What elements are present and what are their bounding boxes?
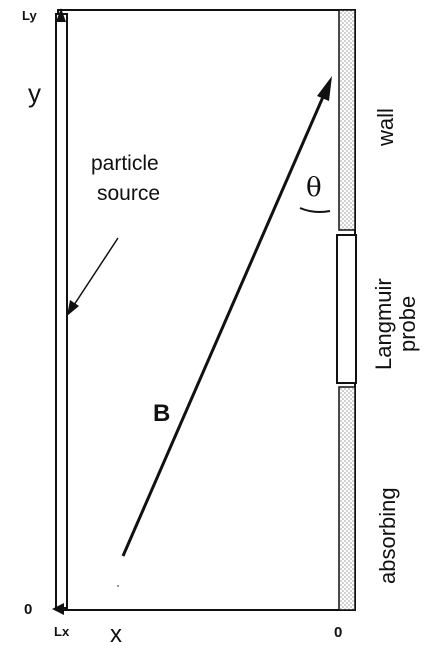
lx-label: Lx xyxy=(54,624,70,639)
absorbing-label: absorbing xyxy=(375,487,400,584)
absorbing-strip xyxy=(338,386,356,611)
particle-source-strip xyxy=(55,13,68,609)
b-field-label: B xyxy=(153,400,170,427)
theta-arc xyxy=(299,207,331,213)
b-field-arrowhead xyxy=(317,76,332,101)
x-axis-arrowhead xyxy=(52,603,64,615)
source-label: source xyxy=(97,182,160,205)
y-zero-label: 0 xyxy=(24,601,32,618)
b-field-vector xyxy=(121,89,328,557)
theta-label: θ xyxy=(306,173,322,203)
langmuir-label: Langmuir xyxy=(371,278,396,370)
particle-label: particle xyxy=(91,152,159,175)
particle-source-pointer-head xyxy=(67,300,79,316)
x-axis-label: x xyxy=(110,621,122,648)
langmuir-probe-box xyxy=(336,234,357,384)
x-zero-label: 0 xyxy=(334,624,342,641)
ly-label: Ly xyxy=(22,8,37,23)
particle-source-pointer xyxy=(71,237,119,309)
wall-strip xyxy=(338,9,356,231)
stray-dot xyxy=(117,585,119,587)
wall-label: wall xyxy=(373,108,398,147)
domain-frame xyxy=(57,9,356,611)
y-axis-label: y xyxy=(28,78,41,108)
y-axis-arrowhead xyxy=(56,8,66,22)
probe-label: probe xyxy=(395,296,420,352)
